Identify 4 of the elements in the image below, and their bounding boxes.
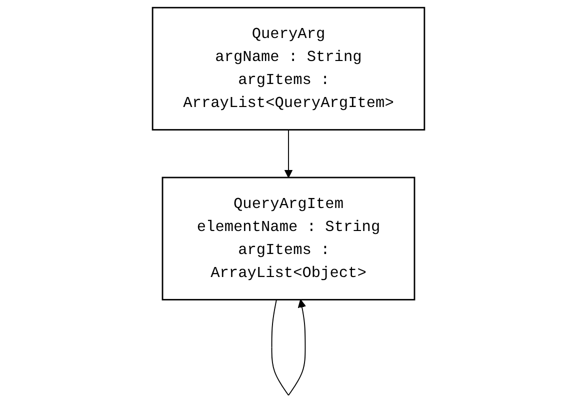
arrow xyxy=(271,299,306,396)
arrow xyxy=(284,129,293,178)
node-box: QueryArg argName : String argItems : ArrayList<QueryArgItem> xyxy=(152,6,426,131)
node-box: QueryArgItem elementName : String argItems : ArrayList<Object> xyxy=(162,176,416,300)
